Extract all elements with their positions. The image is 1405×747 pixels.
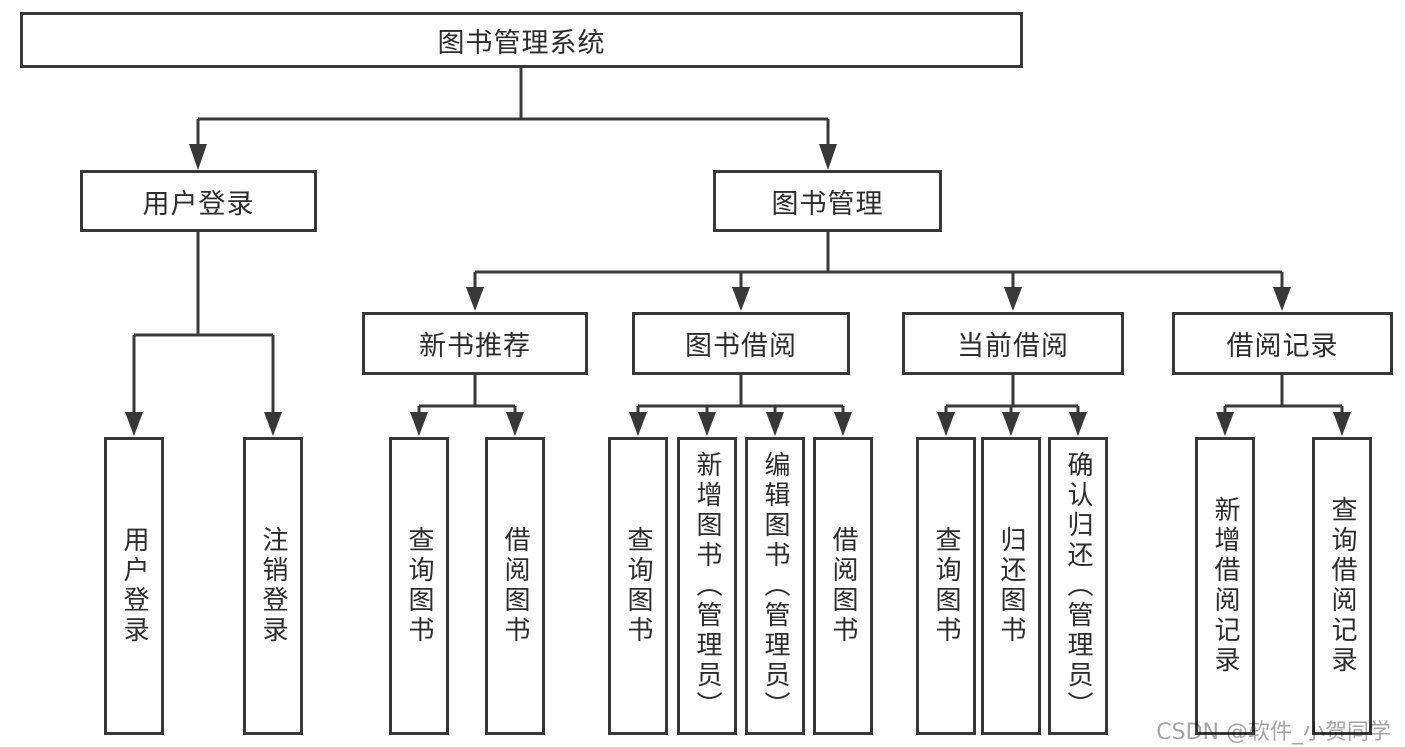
leaf-recommend-borrow-books: 借阅图书: [485, 437, 545, 735]
node-root: 图书管理系统: [20, 12, 1023, 68]
leaf-current-confirm-return-admin: 确认归还（管理员）: [1048, 437, 1108, 735]
node-current-borrow: 当前借阅: [902, 312, 1124, 375]
node-borrow-records: 借阅记录: [1172, 312, 1393, 375]
node-root-label: 图书管理系统: [437, 27, 606, 59]
leaf-borrow-borrow-books-label: 借阅图书: [828, 526, 858, 646]
leaf-borrow-edit-books-admin: 编辑图书（管理员）: [745, 437, 805, 735]
node-new-book-recommend-label: 新书推荐: [419, 331, 531, 362]
leaf-borrow-edit-books-admin-label: 编辑图书（管理员）: [760, 451, 790, 721]
node-new-book-recommend: 新书推荐: [362, 312, 588, 375]
leaf-borrow-add-books-admin: 新增图书（管理员）: [677, 437, 737, 735]
leaf-current-query-books-label: 查询图书: [931, 526, 961, 646]
leaf-records-add-record: 新增借阅记录: [1195, 437, 1255, 735]
leaf-borrow-query-books-label: 查询图书: [623, 526, 653, 646]
leaf-user-login: 用户登录: [104, 437, 164, 735]
leaf-current-return-books: 归还图书: [981, 437, 1041, 735]
node-current-borrow-label: 当前借阅: [957, 331, 1069, 362]
leaf-logout-label: 注销登录: [258, 526, 288, 646]
node-book-management: 图书管理: [713, 170, 942, 232]
leaf-records-add-record-label: 新增借阅记录: [1210, 496, 1240, 676]
leaf-current-confirm-return-admin-label: 确认归还（管理员）: [1063, 451, 1093, 721]
node-book-borrow: 图书借阅: [632, 312, 850, 375]
leaf-current-query-books: 查询图书: [916, 437, 976, 735]
leaf-borrow-borrow-books: 借阅图书: [813, 437, 873, 735]
leaf-recommend-query-books-label: 查询图书: [404, 526, 434, 646]
leaf-recommend-query-books: 查询图书: [389, 437, 449, 735]
leaf-logout: 注销登录: [243, 437, 303, 735]
leaf-records-query-record: 查询借阅记录: [1312, 437, 1372, 735]
node-book-management-label: 图书管理: [771, 188, 884, 220]
node-borrow-records-label: 借阅记录: [1226, 331, 1339, 362]
node-user-login-label: 用户登录: [142, 188, 255, 220]
leaf-current-return-books-label: 归还图书: [996, 526, 1026, 646]
node-book-borrow-label: 图书借阅: [685, 331, 797, 362]
leaf-records-query-record-label: 查询借阅记录: [1327, 496, 1357, 676]
leaf-recommend-borrow-books-label: 借阅图书: [500, 526, 530, 646]
leaf-borrow-add-books-admin-label: 新增图书（管理员）: [692, 451, 722, 721]
leaf-borrow-query-books: 查询图书: [608, 437, 668, 735]
watermark: CSDN @软件_小贺同学: [1156, 720, 1391, 745]
node-user-login: 用户登录: [80, 170, 317, 232]
leaf-user-login-label: 用户登录: [119, 526, 149, 646]
